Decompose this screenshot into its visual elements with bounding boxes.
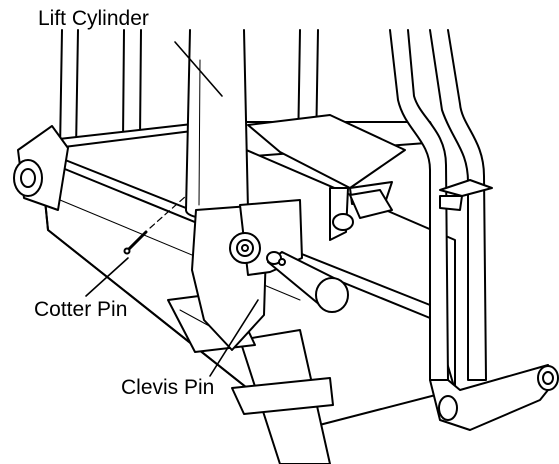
cotter-pin-leader [85,257,129,297]
left-end-cap [13,125,69,211]
cotter-pin [123,195,187,255]
right-handle [389,29,559,431]
clevis-pin [266,251,349,313]
top-bracket [247,114,406,241]
cotter-pin-label: Cotter Pin [34,298,128,321]
clevis-pin-label: Clevis Pin [121,376,215,399]
clevis-pin-leader [209,299,259,377]
lift-cylinder [185,29,249,220]
lift-cylinder-leader [174,41,223,97]
leader-lines [85,41,259,377]
lift-cylinder-label: Lift Cylinder [38,7,149,30]
